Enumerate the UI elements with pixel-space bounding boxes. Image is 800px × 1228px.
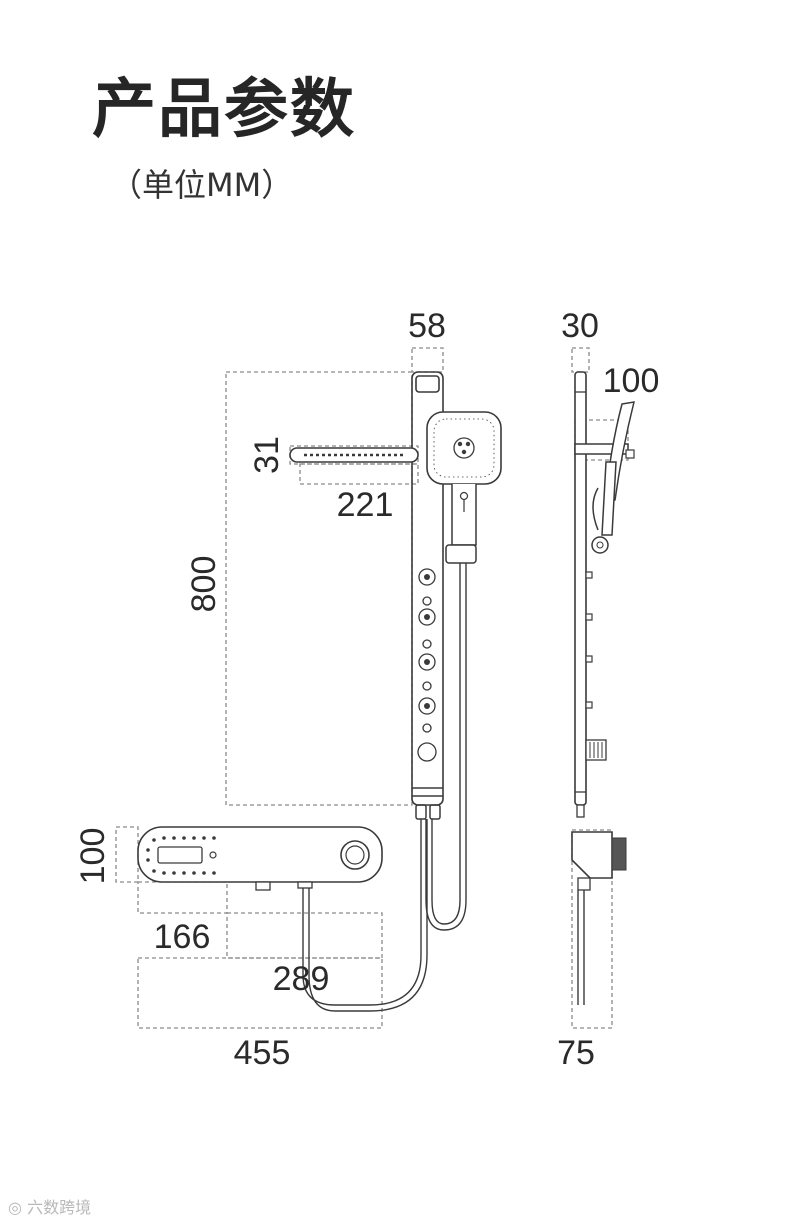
guide-controller-right bbox=[226, 912, 383, 959]
dim-arm-height: 100 bbox=[603, 362, 660, 400]
body-jets bbox=[417, 568, 437, 762]
watermark: ◎ 六数跨境 bbox=[8, 1200, 91, 1216]
bottom-connectors bbox=[415, 804, 441, 820]
dim-controller-left: 166 bbox=[154, 918, 211, 956]
panel-body bbox=[411, 371, 444, 806]
guide-controller-left bbox=[137, 881, 228, 914]
watermark-logo-icon: ◎ bbox=[8, 1198, 22, 1217]
hand-shower bbox=[426, 411, 502, 564]
dim-controller-right: 289 bbox=[273, 960, 330, 998]
page-title: 产品参数 bbox=[92, 73, 356, 147]
guide-top-width bbox=[411, 347, 444, 373]
jet-small-2 bbox=[422, 639, 432, 649]
guide-controller-height bbox=[115, 826, 139, 883]
jet-small-4 bbox=[422, 723, 432, 733]
dim-total-width: 455 bbox=[234, 1034, 291, 1072]
jet-small-3 bbox=[422, 681, 432, 691]
hoses bbox=[302, 563, 467, 1012]
dim-bar-length: 221 bbox=[337, 486, 394, 524]
overhead-bar bbox=[289, 447, 419, 463]
watermark-text: 六数跨境 bbox=[27, 1198, 92, 1217]
dim-panel-height: 800 bbox=[185, 556, 223, 613]
controller-box bbox=[137, 826, 383, 891]
dim-side-depth: 30 bbox=[561, 307, 599, 345]
controller-dots bbox=[146, 836, 216, 875]
front-column bbox=[411, 371, 444, 806]
control-knob-front bbox=[417, 742, 437, 762]
dim-controller-height: 100 bbox=[74, 828, 112, 885]
panel-top-cap bbox=[415, 375, 440, 393]
guide-arm-height bbox=[574, 419, 629, 461]
side-view bbox=[571, 371, 636, 1005]
dim-side-bottom: 75 bbox=[557, 1034, 595, 1072]
dim-bar-height: 31 bbox=[248, 436, 286, 474]
guide-total-width bbox=[137, 957, 383, 1029]
guide-bar-length bbox=[299, 463, 419, 485]
unit-note: （单位MM） bbox=[110, 166, 294, 204]
guide-side-depth bbox=[571, 347, 590, 373]
dim-top-width: 58 bbox=[408, 307, 446, 345]
jet-small-1 bbox=[422, 596, 432, 606]
